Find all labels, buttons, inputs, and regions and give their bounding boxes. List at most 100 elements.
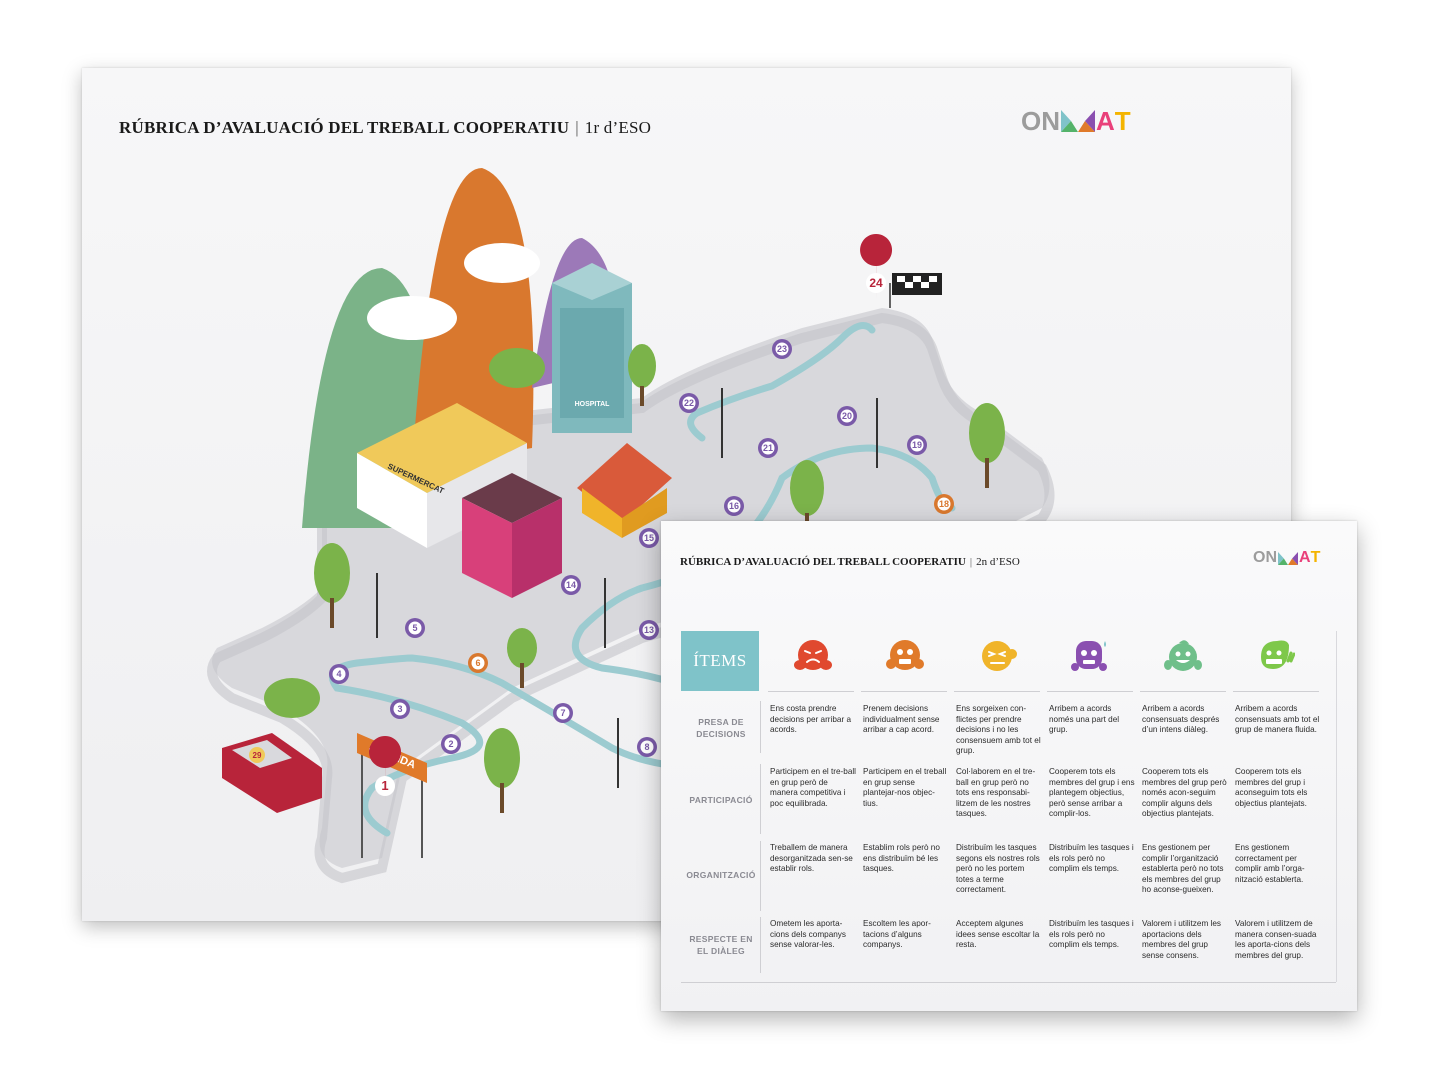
svg-text:21: 21	[763, 443, 773, 453]
cell-respect-2: Escoltem les apor-tacions d’alguns compa…	[863, 919, 931, 950]
svg-text:3: 3	[397, 704, 402, 714]
street-lamps	[376, 388, 878, 788]
city-map-illustration: HOSPITAL SUPERMERCAT SORTIDA	[207, 168, 1055, 884]
cell-respect-4: Distribuïm les tasques i els rols però n…	[1049, 919, 1134, 950]
logo-letter-t: T	[1310, 549, 1321, 566]
cell-participation-4: Cooperem tots els membres del grup i ens…	[1049, 767, 1135, 819]
items-header: ÍTEMS	[681, 631, 759, 691]
cell-decisions-6: Arribem a acords consensuats amb tot el …	[1235, 704, 1320, 735]
column-rule	[954, 691, 1040, 692]
svg-text:22: 22	[684, 398, 694, 408]
cell-participation-3: Col·laborem en el tre-ball en grup però …	[956, 767, 1036, 819]
cell-decisions-5: Arribem a acords consensuats després d’u…	[1142, 704, 1220, 735]
angry-face-icon	[794, 640, 832, 670]
step-marker-8: 8	[637, 737, 657, 757]
step-marker-21: 21	[758, 438, 778, 458]
cell-decisions-4: Arribem a acords només una part del grup…	[1049, 704, 1120, 735]
step-marker-13: 13	[639, 620, 659, 640]
cell-decisions-1: Ens costa prendre decisions per arribar …	[770, 704, 852, 735]
cell-participation-6: Cooperem tots els membres del grup i aco…	[1235, 767, 1308, 808]
step-marker-7: 7	[553, 703, 573, 723]
svg-text:5: 5	[412, 623, 417, 633]
step-marker-2: 2	[441, 734, 461, 754]
step-marker-14: 14	[561, 575, 581, 595]
front-grade-label: 2n d’ESO	[976, 556, 1020, 568]
svg-text:20: 20	[842, 411, 852, 421]
finish-flag-icon	[889, 273, 942, 308]
svg-text:24: 24	[869, 276, 883, 290]
row-divider	[760, 841, 761, 911]
logo-letter-o: O	[1021, 105, 1042, 136]
column-rule	[1233, 691, 1319, 692]
step-marker-1: 1	[369, 736, 402, 803]
column-rule	[1047, 691, 1133, 692]
svg-text:1: 1	[381, 778, 388, 793]
column-rule	[768, 691, 854, 692]
hospital-label: HOSPITAL	[575, 401, 611, 408]
column-rule	[861, 691, 947, 692]
logo-letter-n: N	[1265, 549, 1278, 566]
cell-participation-1: Participem en el tre-ball en grup però d…	[770, 767, 857, 808]
clouds	[367, 243, 540, 340]
sweating-face-icon	[1071, 641, 1107, 671]
svg-text:19: 19	[912, 440, 922, 450]
front-poster-title: RÚBRICA D’AVALUACIÓ DEL TREBALL COOPERAT…	[680, 556, 1020, 568]
worried-face-icon	[886, 640, 924, 670]
step-marker-5: 5	[405, 618, 425, 638]
logo-letter-n: N	[1041, 105, 1061, 136]
back-poster-title: RÚBRICA D’AVALUACIÓ DEL TREBALL COOPERAT…	[119, 118, 651, 138]
row-divider	[760, 764, 761, 834]
cell-organization-5: Ens gestionem per complir l’organització…	[1142, 843, 1224, 895]
logo-letter-a: A	[1299, 549, 1311, 566]
apartment-building	[462, 473, 562, 598]
step-marker-6: 6	[468, 653, 488, 673]
cell-respect-5: Valorem i utilitzem les aportacions dels…	[1142, 919, 1222, 960]
cell-respect-6: Valorem i utilitzem de manera consen-sua…	[1235, 919, 1317, 960]
svg-text:23: 23	[777, 344, 787, 354]
row-divider	[760, 701, 761, 753]
svg-text:15: 15	[644, 533, 654, 543]
svg-text:18: 18	[939, 499, 949, 509]
svg-text:6: 6	[475, 658, 480, 668]
cell-organization-3: Distribuïm les tasques segons els nostre…	[956, 843, 1040, 895]
step-marker-18: 18	[934, 494, 954, 514]
title-separator: |	[575, 118, 579, 137]
table-bottom-rule	[681, 982, 1336, 983]
step-marker-15: 15	[639, 528, 659, 548]
back-title-main: RÚBRICA D’AVALUACIÓ DEL TREBALL COOPERAT…	[119, 118, 570, 137]
logo-m-mark-icon	[1061, 110, 1096, 132]
title-separator: |	[969, 556, 973, 568]
cell-organization-4: Distribuïm les tasques i els rols però n…	[1049, 843, 1134, 874]
step-marker-22: 22	[679, 393, 699, 413]
row-label-organization: ORGANITZACIÓ	[686, 870, 756, 880]
front-poster: RÚBRICA D’AVALUACIÓ DEL TREBALL COOPERAT…	[661, 521, 1357, 1011]
grinning-peace-face-icon	[1261, 640, 1295, 669]
step-marker-4: 4	[329, 664, 349, 684]
svg-text:2: 2	[448, 739, 453, 749]
cell-respect-3: Acceptem algunes idees sense escoltar la…	[956, 919, 1040, 950]
column-rule	[1140, 691, 1226, 692]
step-marker-19: 19	[907, 435, 927, 455]
svg-text:13: 13	[644, 625, 654, 635]
orange-mountain	[412, 168, 534, 468]
step-marker-3: 3	[390, 699, 410, 719]
svg-text:7: 7	[560, 708, 565, 718]
cell-decisions-3: Ens sorgeixen con-flictes per prendre de…	[956, 704, 1041, 756]
row-label-decisions: PRESA DE DECISIONS	[696, 717, 746, 739]
tense-face-icon	[982, 641, 1017, 671]
hospital-building: HOSPITAL	[552, 263, 632, 433]
right-rule	[1336, 631, 1337, 982]
step-marker-24: 24	[860, 234, 893, 300]
step-marker-23: 23	[772, 339, 792, 359]
cell-participation-5: Cooperem tots els membres del grup però …	[1142, 767, 1227, 819]
race-car: 29	[222, 733, 322, 813]
step-marker-20: 20	[837, 406, 857, 426]
svg-text:8: 8	[644, 742, 649, 752]
row-label-participation: PARTICIPACIÓ	[689, 795, 753, 805]
cell-organization-6: Ens gestionem correctament per complir a…	[1235, 843, 1305, 884]
logo-m-mark-icon	[1278, 551, 1299, 565]
step-marker-16: 16	[724, 496, 744, 516]
logo-letter-o: O	[1253, 549, 1266, 566]
